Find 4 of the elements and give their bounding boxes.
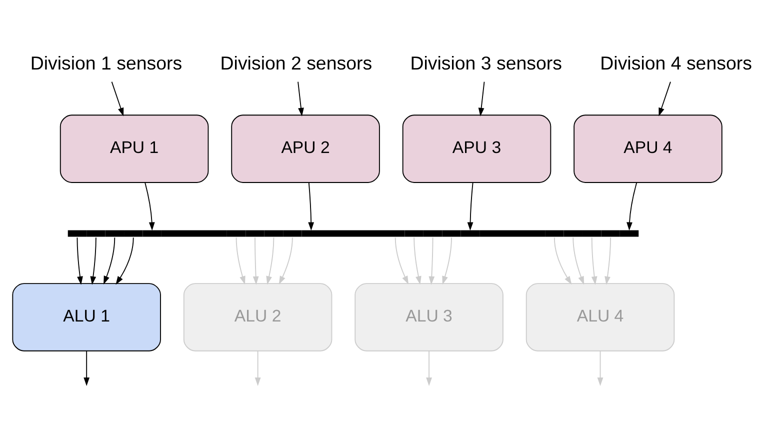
node-text: Division 2 sensors xyxy=(220,52,372,74)
node-text: Division 3 sensors xyxy=(410,52,562,74)
node-text: Division 1 sensors xyxy=(30,52,182,74)
node-text: Division 4 sensors xyxy=(600,52,752,74)
